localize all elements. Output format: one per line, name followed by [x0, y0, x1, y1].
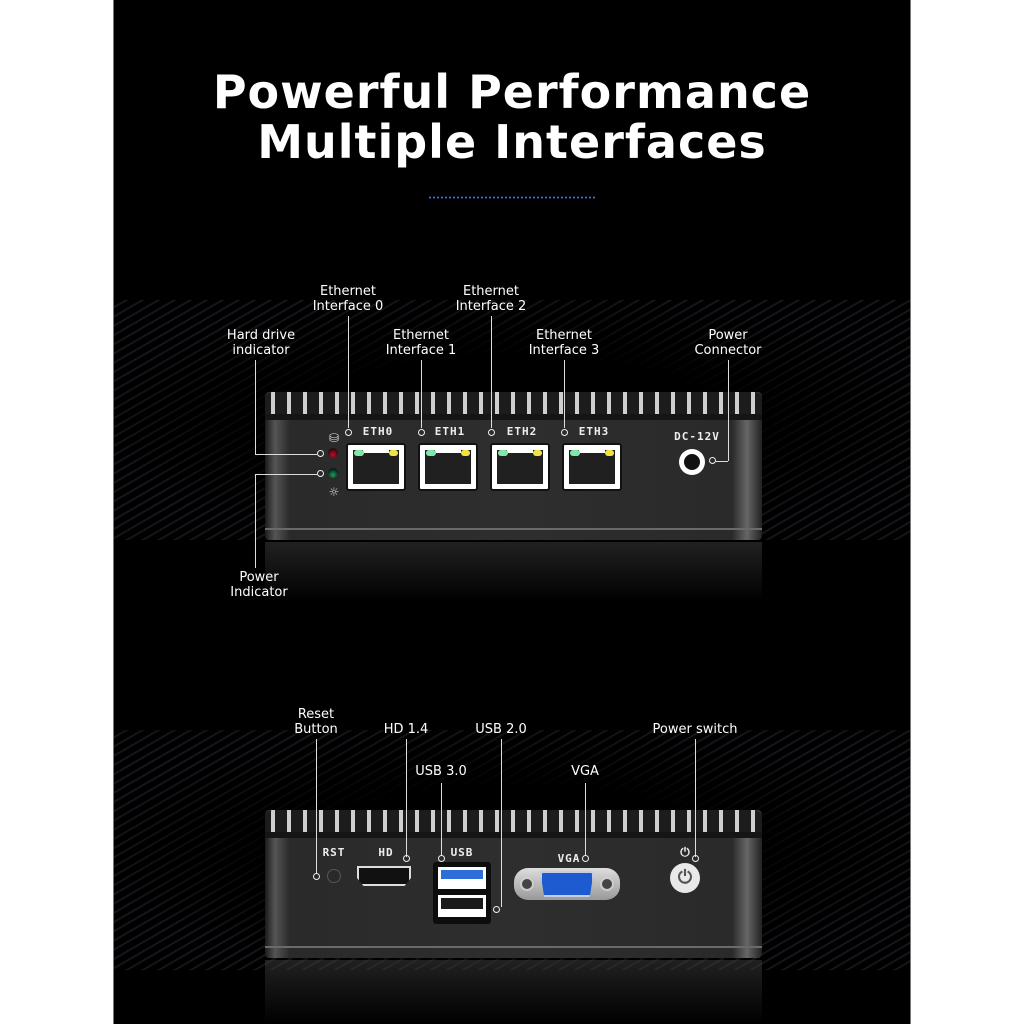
- callout-eth0: Ethernet Interface 0: [312, 284, 384, 314]
- leader-line: [564, 360, 565, 428]
- power-icon: ⏻: [680, 845, 690, 859]
- headline-line1: Powerful Performance: [212, 65, 812, 119]
- device-reflection: [265, 960, 762, 1024]
- leader-line: [585, 783, 586, 856]
- leader-line: [716, 461, 728, 462]
- vent-fins: [265, 810, 762, 838]
- eth1-port[interactable]: [418, 443, 478, 491]
- power-led: [328, 468, 338, 478]
- device-reflection: [265, 542, 762, 602]
- leader-dot: [345, 429, 352, 436]
- usb-ports[interactable]: [433, 862, 491, 924]
- headline-line2: Multiple Interfaces: [257, 115, 767, 169]
- callout-reset: Reset Button: [294, 707, 338, 737]
- leader-dot: [561, 429, 568, 436]
- hdmi-port[interactable]: [357, 866, 411, 886]
- callout-usb3: USB 3.0: [415, 764, 467, 779]
- callout-power-indicator: Power Indicator: [230, 570, 288, 600]
- rst-label: RST: [322, 846, 346, 859]
- leader-line: [441, 783, 442, 856]
- callout-power-connector: Power Connector: [694, 328, 762, 358]
- leader-line: [316, 739, 317, 873]
- leader-line: [491, 316, 492, 428]
- callout-power-switch: Power switch: [652, 722, 738, 737]
- reset-button[interactable]: [327, 869, 341, 883]
- callout-vga: VGA: [571, 764, 599, 779]
- leader-dot: [403, 855, 410, 862]
- callout-eth3: Ethernet Interface 3: [528, 328, 600, 358]
- vent-fins: [265, 392, 762, 420]
- leader-line: [501, 739, 502, 907]
- leader-dot: [692, 855, 699, 862]
- bulb-icon: ☼: [328, 485, 340, 499]
- eth1-label: ETH1: [434, 425, 466, 438]
- callout-eth2: Ethernet Interface 2: [455, 284, 527, 314]
- leader-line: [255, 474, 317, 475]
- leader-dot: [438, 855, 445, 862]
- bottom-trim: [265, 946, 762, 948]
- leader-dot: [317, 470, 324, 477]
- eth0-label: ETH0: [362, 425, 394, 438]
- callout-hdmi: HD 1.4: [383, 722, 429, 737]
- leader-line: [348, 316, 349, 428]
- eth2-port[interactable]: [490, 443, 550, 491]
- hd-label: HD: [378, 846, 394, 859]
- eth3-port[interactable]: [562, 443, 622, 491]
- callout-hdd-indicator: Hard drive indicator: [226, 328, 296, 358]
- leader-dot: [488, 429, 495, 436]
- bottom-trim: [265, 528, 762, 530]
- leader-dot: [709, 457, 716, 464]
- callout-usb2: USB 2.0: [475, 722, 527, 737]
- leader-line: [255, 360, 256, 454]
- leader-dot: [418, 429, 425, 436]
- vga-label: VGA: [557, 852, 581, 865]
- leader-line: [406, 739, 407, 857]
- leader-dot: [317, 450, 324, 457]
- leader-dot: [313, 873, 320, 880]
- eth0-port[interactable]: [346, 443, 406, 491]
- hdd-led: [328, 448, 338, 458]
- callout-eth1: Ethernet Interface 1: [385, 328, 457, 358]
- leader-dot: [493, 906, 500, 913]
- dc-label: DC-12V: [674, 430, 720, 443]
- dotted-divider: [428, 196, 596, 199]
- leader-line: [695, 739, 696, 857]
- cylinder-icon: ⛁: [328, 431, 340, 445]
- leader-line: [421, 360, 422, 428]
- leader-dot: [582, 855, 589, 862]
- vga-port[interactable]: [514, 868, 620, 900]
- eth2-label: ETH2: [506, 425, 538, 438]
- eth3-label: ETH3: [578, 425, 610, 438]
- usb-label: USB: [450, 846, 474, 859]
- leader-line: [728, 360, 729, 461]
- dc-power-jack[interactable]: [679, 449, 705, 475]
- leader-line: [255, 474, 256, 568]
- leader-line: [255, 454, 317, 455]
- power-switch[interactable]: ⏻: [670, 863, 700, 893]
